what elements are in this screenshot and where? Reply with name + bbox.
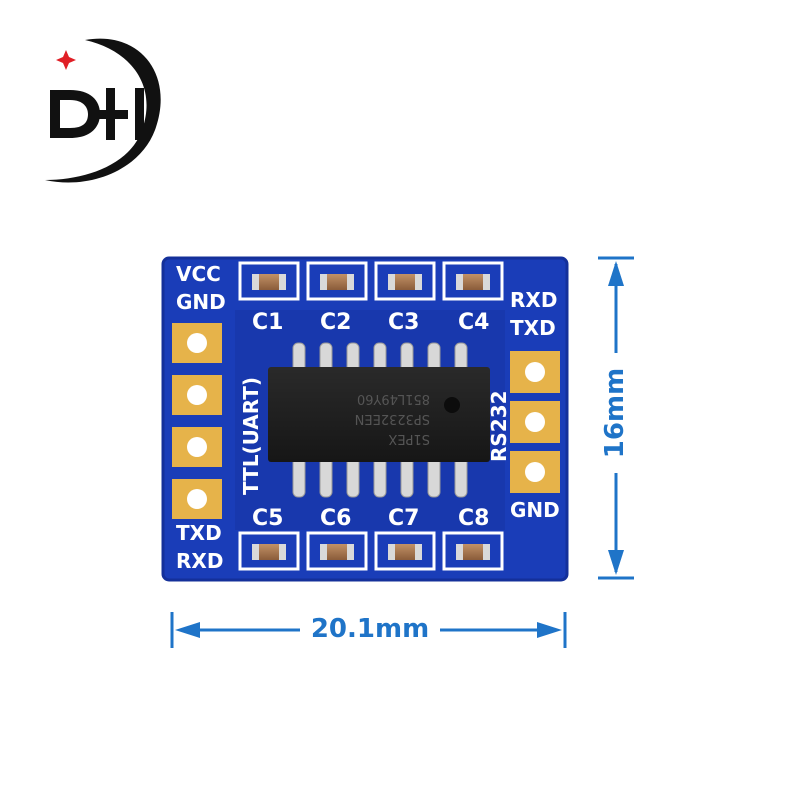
cap-body	[252, 544, 286, 560]
cap-label: C4	[458, 310, 489, 335]
cap-body	[456, 274, 490, 290]
cap-body	[388, 544, 422, 560]
cap-body	[456, 544, 490, 560]
cap-end	[320, 544, 327, 560]
cap-end	[388, 274, 395, 290]
caps-bottom-row	[238, 531, 504, 571]
chip-pins-bottom	[292, 454, 468, 498]
cap-label: C8	[458, 506, 489, 531]
chip-pin1-dot	[444, 397, 460, 413]
cap-label: C7	[388, 506, 419, 531]
pcb-board: C1 C2 C3 C4 C5 C6 C7 C8 S1PEX SP3232EEN …	[161, 256, 569, 582]
cap-outline	[442, 531, 504, 571]
logo-letter-h-stem	[106, 88, 115, 140]
rs232-label: RS232	[487, 390, 511, 462]
cap-outline	[306, 261, 368, 301]
cap-end	[320, 274, 327, 290]
cap-end	[456, 544, 463, 560]
cap-end	[415, 544, 422, 560]
cap-end	[388, 544, 395, 560]
chip-marking: SP3232EEN	[355, 411, 430, 426]
logo-star-accent	[56, 50, 76, 70]
cap-outline	[306, 531, 368, 571]
cap-end	[483, 544, 490, 560]
cap-body	[320, 544, 354, 560]
cap-label: C3	[388, 310, 419, 335]
pin-label-txd: TXD	[176, 521, 222, 545]
cap-body	[388, 274, 422, 290]
dim-width-arrow-right	[537, 622, 562, 638]
cap-outline	[442, 261, 504, 301]
cap-end	[483, 274, 490, 290]
brand-logo	[45, 38, 161, 183]
pin-label-txd-right: TXD	[510, 316, 556, 340]
pin-label-gnd: GND	[176, 290, 226, 314]
cap-body	[252, 274, 286, 290]
cap-outline	[238, 531, 300, 571]
pads-left	[172, 323, 222, 519]
cap-label: C2	[320, 310, 351, 335]
pin-label-rxd-right: RXD	[510, 288, 557, 312]
pin-label-rxd: RXD	[176, 549, 223, 573]
dim-height-arrow-bottom	[608, 550, 624, 575]
cap-end	[279, 544, 286, 560]
cap-end	[415, 274, 422, 290]
dim-height-arrow-top	[608, 261, 624, 286]
cap-outline	[374, 531, 436, 571]
caps-top-row	[238, 261, 504, 301]
cap-end	[347, 274, 354, 290]
cap-label: C6	[320, 506, 351, 531]
cap-end	[279, 274, 286, 290]
logo-letter-d	[50, 90, 100, 138]
cap-end	[252, 544, 259, 560]
ttl-uart-label: TTL(UART)	[239, 377, 263, 495]
dim-width-arrow-left	[175, 622, 200, 638]
chip-marking: 851L49Y60	[357, 391, 430, 406]
cap-end	[252, 274, 259, 290]
pin-label-gnd-right: GND	[510, 498, 560, 522]
cap-outline	[238, 261, 300, 301]
logo-letter-i	[135, 88, 144, 140]
chip-body	[268, 367, 490, 462]
pin-label-vcc: VCC	[176, 262, 221, 286]
cap-end	[347, 544, 354, 560]
dimension-width-label: 20.1mm	[300, 614, 440, 644]
cap-outline	[374, 261, 436, 301]
cap-body	[320, 274, 354, 290]
chip-marking: S1PEX	[388, 431, 430, 446]
dimension-height-label: 16mm	[600, 353, 630, 473]
pads-right	[510, 351, 560, 493]
cap-label: C1	[252, 310, 283, 335]
cap-end	[456, 274, 463, 290]
cap-label: C5	[252, 506, 283, 531]
